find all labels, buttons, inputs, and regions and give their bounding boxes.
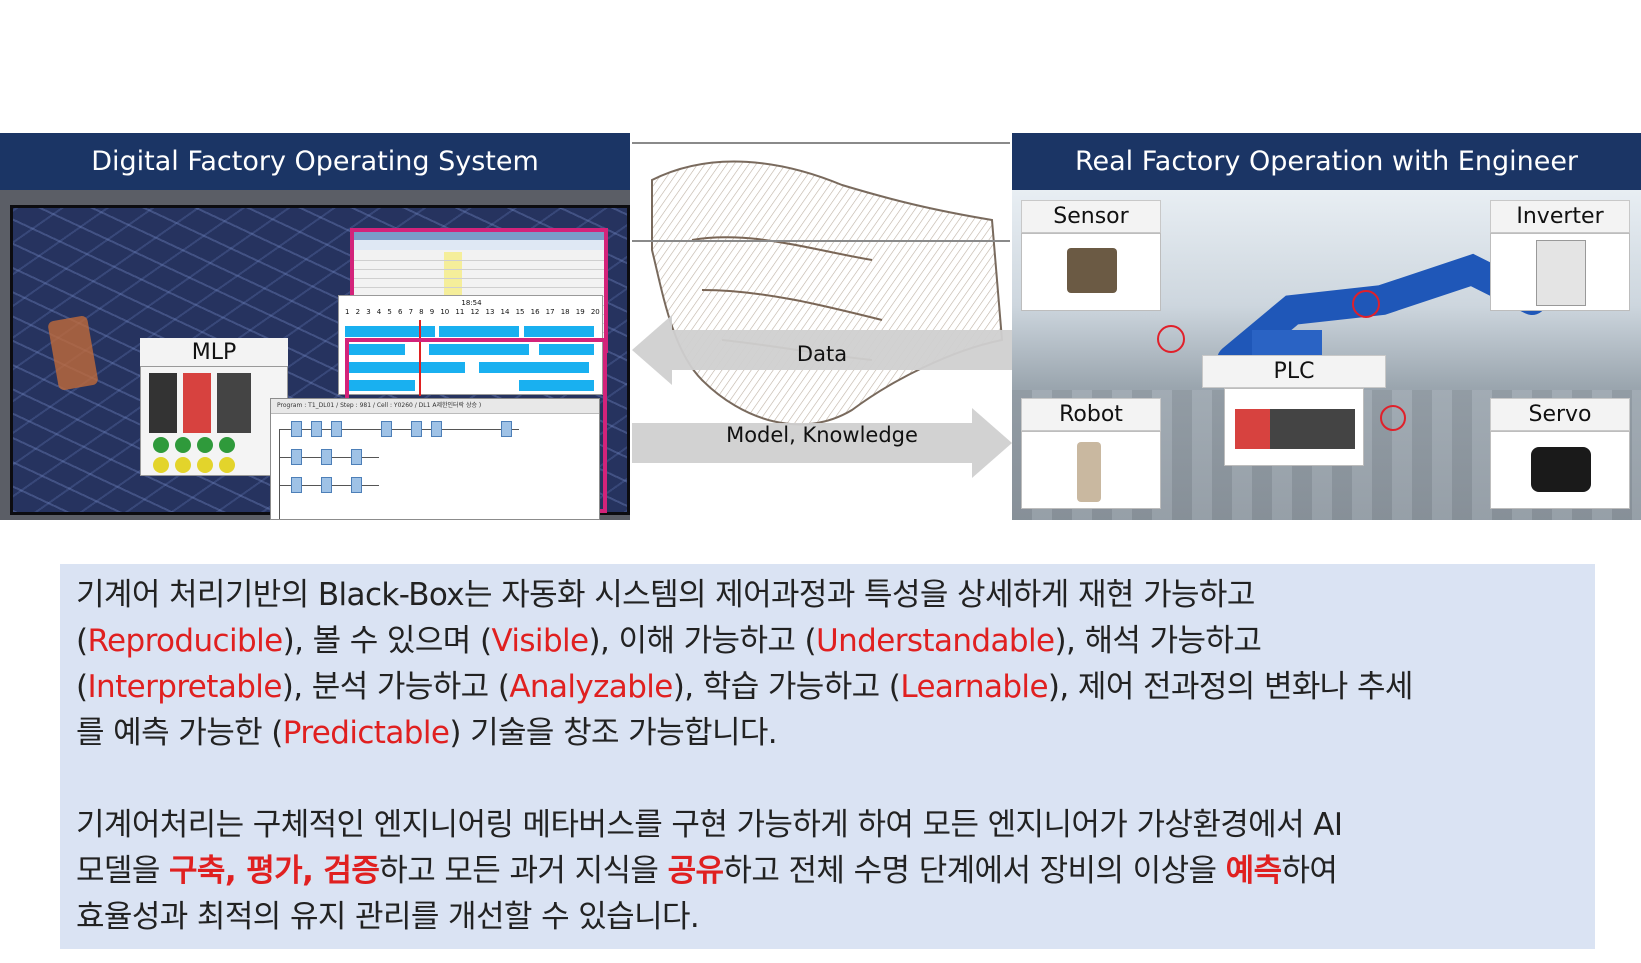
description-segment: Learnable bbox=[900, 669, 1048, 705]
description-segment: ), 볼 수 있으며 ( bbox=[282, 623, 492, 659]
plc-image bbox=[1224, 388, 1364, 466]
servo-image bbox=[1490, 431, 1630, 509]
gantt-tick: 18 bbox=[560, 308, 570, 316]
gantt-tick: 7 bbox=[408, 308, 414, 316]
gantt-tick: 3 bbox=[366, 308, 371, 316]
description-segment: 모델을 bbox=[76, 853, 170, 889]
model-arrow bbox=[632, 408, 1012, 478]
gantt-tick: 4 bbox=[376, 308, 382, 316]
gantt-tick: 20 bbox=[590, 308, 600, 316]
plc-tag: PLC bbox=[1202, 355, 1386, 388]
description-segment: 기계어 처리기반의 Black-Box는 자동화 시스템의 제어과정과 특성을 … bbox=[76, 577, 1255, 613]
inverter-label: Inverter bbox=[1516, 204, 1604, 229]
description-segment: 를 예측 가능한 ( bbox=[76, 715, 283, 751]
plc-label: PLC bbox=[1273, 359, 1315, 384]
sync-arrow-top bbox=[632, 142, 1010, 144]
description-segment: 공유 bbox=[667, 853, 724, 889]
ladder-program-window: Program : T1_DL01 / Step : 981 / Cell : … bbox=[270, 398, 600, 520]
gantt-tick: 15 bbox=[515, 308, 525, 316]
description-segment: Analyzable bbox=[509, 669, 673, 705]
gantt-tick: 13 bbox=[485, 308, 495, 316]
gantt-tick: 11 bbox=[455, 308, 465, 316]
description-segment: 구축, 평가, 검증 bbox=[169, 853, 380, 889]
description-segment: Understandable bbox=[816, 623, 1055, 659]
gantt-tick: 10 bbox=[440, 308, 450, 316]
robot-label: Robot bbox=[1059, 402, 1123, 427]
inverter-image bbox=[1490, 233, 1630, 311]
servo-label: Servo bbox=[1528, 402, 1592, 427]
description-segment: ), 이해 가능하고 ( bbox=[588, 623, 817, 659]
description-segment: Visible bbox=[491, 623, 589, 659]
data-exchange-zone: Data Model, Knowledge bbox=[632, 90, 1012, 520]
data-label: Data bbox=[796, 342, 848, 366]
description-segment: 하고 전체 수명 단계에서 장비의 이상을 bbox=[723, 853, 1226, 889]
gantt-tick: 17 bbox=[545, 308, 555, 316]
gantt-tick: 14 bbox=[500, 308, 510, 316]
sensor-label: Sensor bbox=[1053, 204, 1129, 229]
mlp-control-panel bbox=[140, 366, 288, 476]
description-segment: ( bbox=[76, 669, 88, 705]
inverter-tag: Inverter bbox=[1490, 200, 1630, 233]
mlp-label-text: MLP bbox=[191, 339, 237, 365]
description-segment: ), 분석 가능하고 ( bbox=[281, 669, 510, 705]
gantt-time: 18:54 bbox=[461, 299, 482, 307]
sensor-image bbox=[1021, 233, 1161, 311]
gantt-tick: 12 bbox=[470, 308, 480, 316]
real-factory-title: Real Factory Operation with Engineer bbox=[1074, 146, 1579, 177]
description-box: 기계어 처리기반의 Black-Box는 자동화 시스템의 제어과정과 특성을 … bbox=[60, 564, 1595, 949]
description-segment: ), 학습 가능하고 ( bbox=[672, 669, 901, 705]
description-segment: 예측 bbox=[1225, 853, 1282, 889]
digital-factory-title: Digital Factory Operating System bbox=[91, 146, 539, 177]
description-segment: ), 제어 전과정의 변화나 추세 bbox=[1047, 669, 1413, 705]
description-segment: Reproducible bbox=[87, 623, 284, 659]
servo-tag: Servo bbox=[1490, 398, 1630, 431]
model-knowledge-label: Model, Knowledge bbox=[726, 423, 918, 447]
data-arrow bbox=[632, 315, 1012, 385]
description-paragraph-1: 기계어 처리기반의 Black-Box는 자동화 시스템의 제어과정과 특성을 … bbox=[76, 572, 1579, 756]
robot-tag: Robot bbox=[1021, 398, 1161, 431]
description-segment: 효율성과 최적의 유지 관리를 개선할 수 있습니다. bbox=[76, 899, 700, 935]
description-segment: 기계어처리는 구체적인 엔지니어링 메타버스를 구현 가능하게 하여 모든 엔지… bbox=[76, 807, 1343, 843]
gantt-tick: 5 bbox=[387, 308, 392, 316]
gantt-tick: 9 bbox=[429, 308, 435, 316]
gantt-tick: 8 bbox=[419, 308, 424, 316]
description-segment: 하여 bbox=[1281, 853, 1338, 889]
gantt-tick: 2 bbox=[355, 308, 361, 316]
description-segment: ) 기술을 창조 가능합니다. bbox=[449, 715, 778, 751]
gantt-tick: 19 bbox=[575, 308, 585, 316]
real-factory-header: Real Factory Operation with Engineer bbox=[1012, 133, 1641, 190]
description-segment: 하고 모든 과거 지식을 bbox=[379, 853, 668, 889]
robot-3d-model bbox=[47, 315, 99, 391]
gantt-tick: 6 bbox=[397, 308, 403, 316]
mlp-label: MLP bbox=[140, 338, 288, 366]
description-segment: Interpretable bbox=[87, 669, 283, 705]
description-segment: ( bbox=[76, 623, 88, 659]
sensor-tag: Sensor bbox=[1021, 200, 1161, 233]
digital-factory-header: Digital Factory Operating System bbox=[0, 133, 630, 190]
description-segment: Predictable bbox=[282, 715, 450, 751]
gantt-tick: 1 bbox=[345, 308, 350, 316]
description-paragraph-2: 기계어처리는 구체적인 엔지니어링 메타버스를 구현 가능하게 하여 모든 엔지… bbox=[76, 802, 1579, 940]
gantt-tick: 16 bbox=[530, 308, 540, 316]
sync-arrow-middle bbox=[632, 240, 1010, 242]
description-segment: ), 해석 가능하고 bbox=[1054, 623, 1262, 659]
robot-image bbox=[1021, 431, 1161, 509]
ladder-title: Program : T1_DL01 / Step : 981 / Cell : … bbox=[271, 399, 599, 414]
